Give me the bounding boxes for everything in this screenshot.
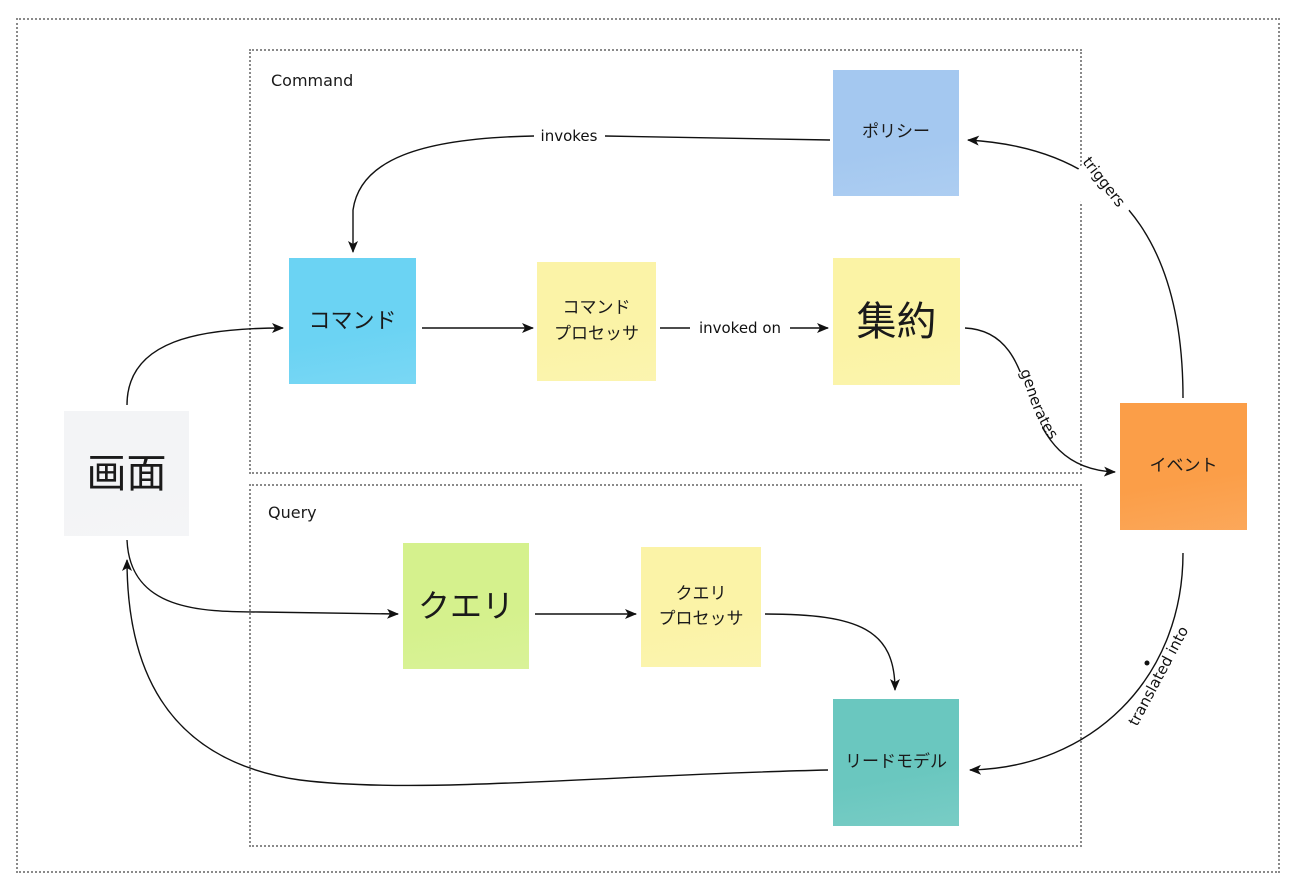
edge-processor-to-read-model [764,613,900,691]
sticky-command[interactable]: コマンド [289,258,416,393]
sticky-read-model-label: リードモデル [845,751,947,772]
query-group-label: Query [268,503,317,522]
sticky-event[interactable]: イベント [1120,403,1247,539]
sticky-screen-label: 画面 [86,450,167,497]
sticky-command-processor[interactable]: コマンド プロセッサ [537,262,656,390]
generates-label-bg [1012,372,1042,458]
translated-into-anchor-dot [1144,660,1150,666]
triggers-label-bg [1063,141,1152,230]
sticky-query-processor[interactable]: クエリ プロセッサ [641,547,761,676]
edge-screen-to-command [126,323,284,406]
edge-policy-to-command-curve [348,135,535,253]
sticky-aggregate[interactable]: 集約 [833,258,960,394]
command-group-label: Command [271,71,354,90]
sticky-aggregate-label: 集約 [856,298,937,345]
sticky-policy-label: ポリシー [862,122,930,143]
edge-event-to-read-model [969,552,1184,775]
sticky-query-label: クエリ [417,587,514,625]
sticky-screen[interactable]: 画面 [64,411,189,545]
sticky-command-label: コマンド [308,308,397,334]
edge-event-to-policy [967,135,1184,399]
edge-label-invokes: invokes [541,127,598,145]
edge-read-model-to-screen [122,559,829,787]
edge-label-translated-into: translated into [1125,623,1193,729]
sticky-policy[interactable]: ポリシー [833,70,959,205]
edge-policy-to-command [604,135,831,141]
sticky-read-model[interactable]: リードモデル [833,699,959,835]
sticky-query-processor-label: クエリ プロセッサ [658,583,744,630]
outer-frame [16,18,1280,873]
edge-label-invoked-on: invoked on [699,319,781,337]
sticky-command-processor-label: コマンド プロセッサ [554,298,639,344]
sticky-query[interactable]: クエリ [403,543,529,678]
edge-screen-to-query [126,539,399,619]
sticky-event-label: イベント [1149,455,1218,476]
query-group-frame: Query [249,484,1082,847]
command-group-frame: Command [249,49,1082,474]
